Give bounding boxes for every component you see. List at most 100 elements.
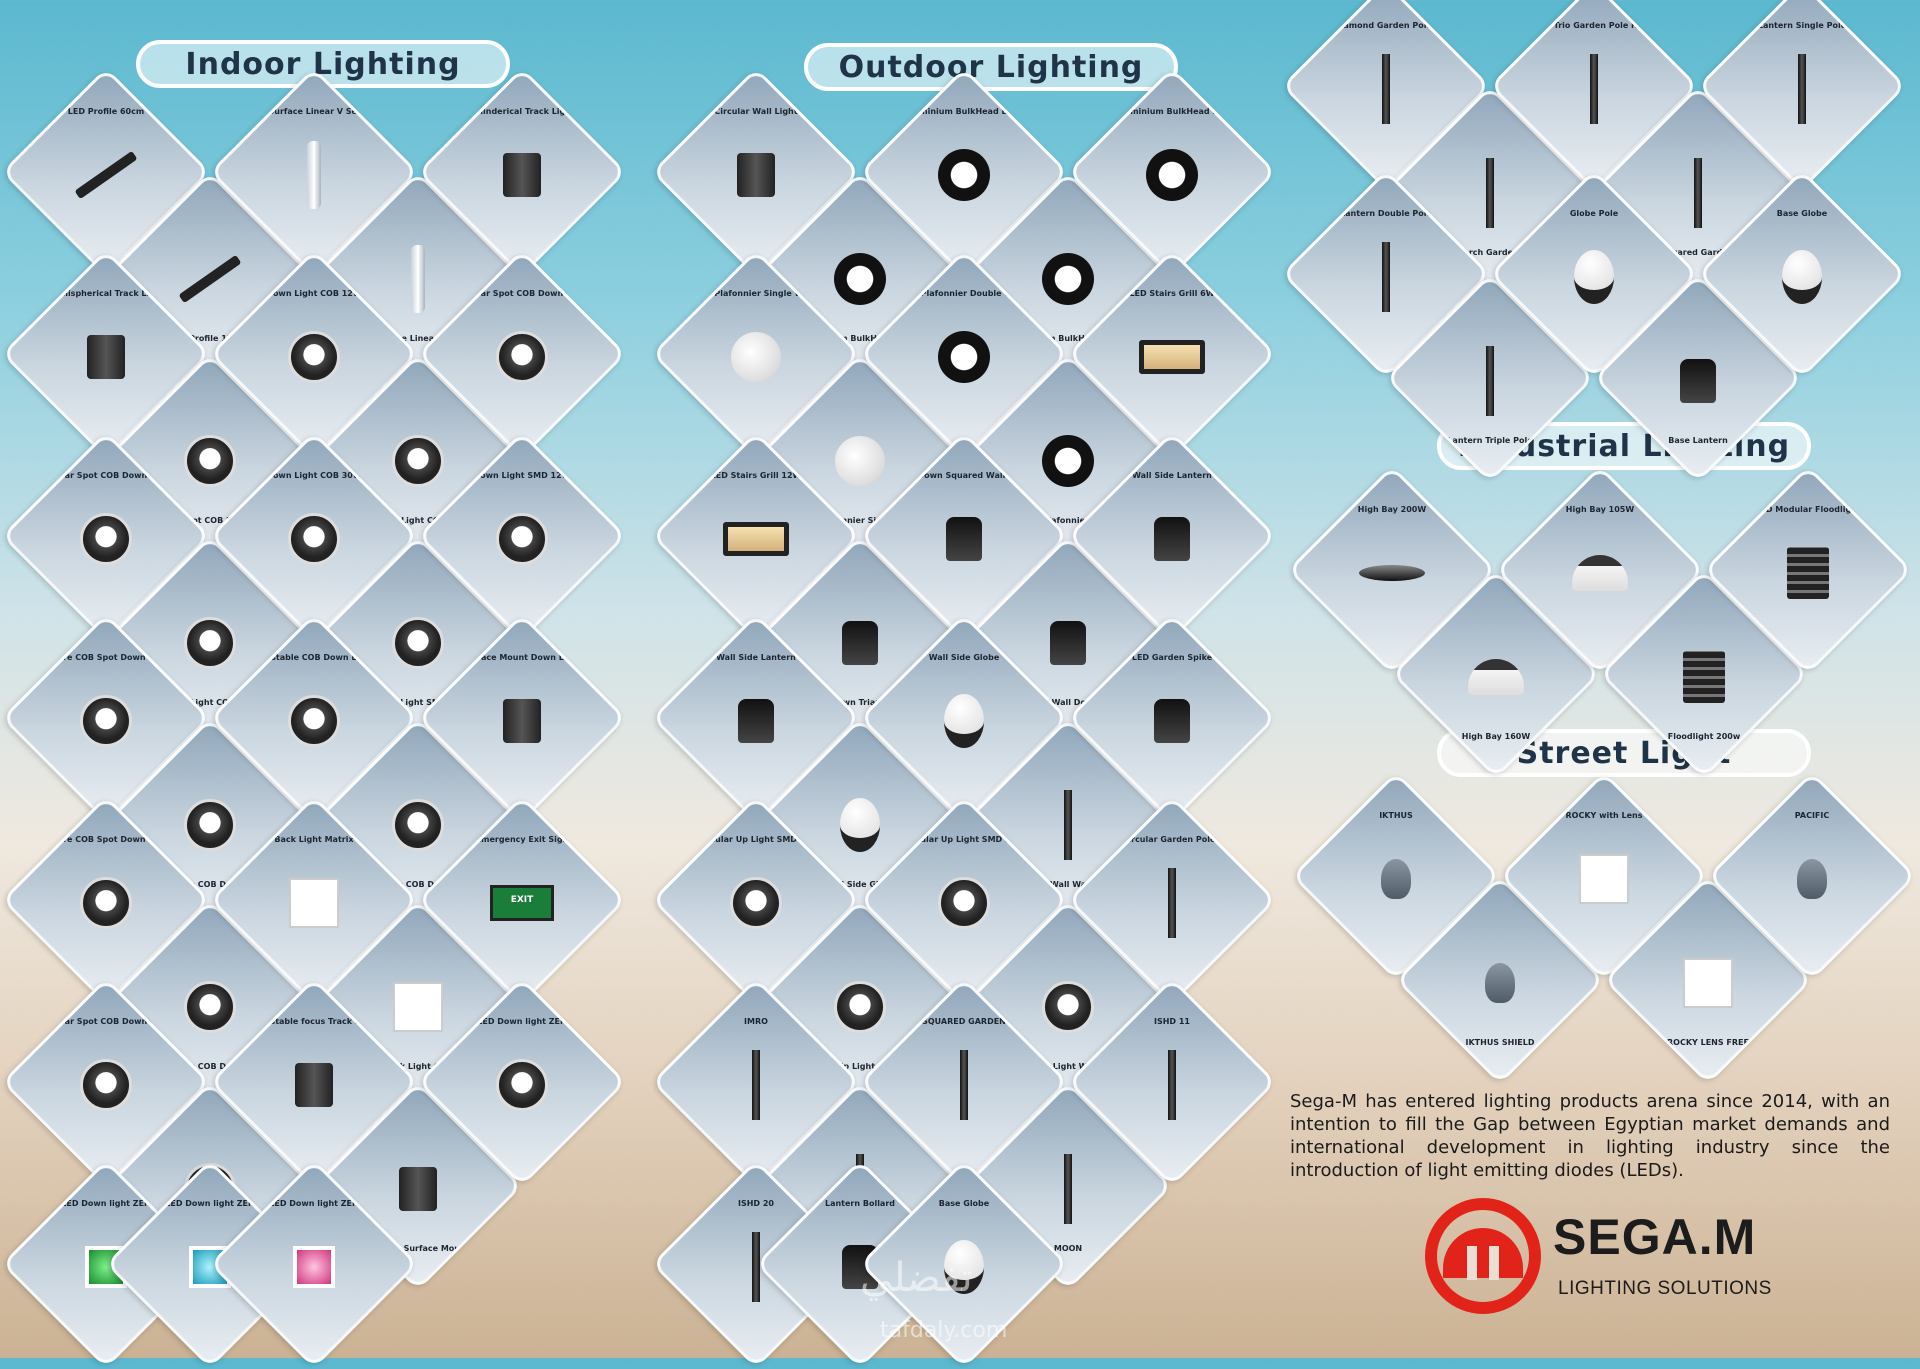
product-tile-content: High Bay 160W	[1425, 603, 1567, 745]
product-tile-content: Adjustable focus Track Light	[243, 1011, 385, 1153]
product-image-icon	[87, 334, 125, 379]
product-tile-content: LED Down light ZEN	[451, 1011, 593, 1153]
product-tile-content: Circular Spot COB Down Light	[35, 1011, 177, 1153]
product-tile-content: Square COB Spot Down Light	[35, 647, 177, 789]
product-image-icon	[834, 252, 886, 305]
product-image-icon	[1042, 252, 1094, 305]
product-image-icon	[392, 798, 444, 851]
product-image-icon	[393, 981, 443, 1032]
product-image-icon	[1359, 564, 1425, 581]
product-tile-content: IKTHUS SHIELD	[1429, 909, 1571, 1051]
product-tile-content: ISHD 11	[1101, 1011, 1243, 1153]
product-tile-content: Base Lantern	[1627, 307, 1769, 449]
product-image-icon	[1382, 53, 1390, 124]
product-tile-content: Floodlight 200w	[1633, 603, 1775, 745]
product-tile-content: Lantern Single Pole	[1731, 15, 1873, 157]
product-image-icon	[1694, 157, 1702, 228]
product-image-icon	[288, 330, 340, 383]
product-label: LED Modular Floodlight	[1755, 505, 1861, 514]
product-label: Aluminium BulkHead Eylid	[904, 107, 1024, 116]
product-tile-content: Lantern Double Pole	[1315, 203, 1457, 345]
product-tile-content: Circular Up Light SMD 4W	[685, 829, 827, 971]
product-image-icon	[503, 152, 541, 197]
product-image-icon	[80, 512, 132, 565]
product-image-icon	[307, 140, 321, 209]
product-image-icon	[80, 876, 132, 929]
product-image-icon	[944, 693, 984, 748]
product-image-icon	[1579, 853, 1629, 904]
product-image-icon	[1382, 241, 1390, 312]
product-label: LED Trio Garden Pole Head	[1533, 21, 1655, 31]
product-image-icon	[1042, 980, 1094, 1033]
product-image-icon	[1050, 620, 1086, 665]
product-label: ROCKY with Lens	[1565, 811, 1643, 820]
product-label: High Bay 105W	[1565, 505, 1635, 514]
product-tile-content: Circular Spot COB Down Light	[35, 465, 177, 607]
product-tile-content: Wall Side Lantern	[685, 647, 827, 789]
product-label: IKTHUS	[1379, 811, 1413, 820]
product-image-icon	[1683, 957, 1733, 1008]
product-image-icon	[752, 1049, 760, 1120]
product-tile-content: Square COB Spot Down Light	[35, 829, 177, 971]
product-tile-content: SQUARED GARDEN	[893, 1011, 1035, 1153]
watermark-url: tafdaly.com	[880, 1318, 1008, 1343]
product-tile-content: LED Down light ZEN	[243, 1193, 385, 1335]
product-tile-content: LED Garden Spike	[1101, 647, 1243, 789]
product-tile-content: Circular Up Light SMD 36W	[893, 829, 1035, 971]
product-image-icon	[1168, 1049, 1176, 1120]
product-image-icon	[835, 435, 885, 486]
product-tile-content: LED Trio Garden Pole Head	[1523, 15, 1665, 157]
product-image-icon	[842, 620, 878, 665]
product-image-icon	[1154, 698, 1190, 743]
product-image-icon	[288, 512, 340, 565]
product-label: Cylinderical Track Light	[469, 107, 575, 116]
product-tile-content: Aluminium BulkHead Net	[1101, 101, 1243, 243]
product-image-icon	[723, 521, 789, 556]
product-tile-content: Adustable COB Down Light	[243, 647, 385, 789]
product-image-icon	[1168, 867, 1176, 938]
product-image-icon	[1486, 345, 1494, 416]
product-image-icon	[1381, 858, 1411, 899]
product-image-icon	[1485, 962, 1515, 1003]
product-image-icon	[1590, 53, 1598, 124]
product-image-icon	[840, 797, 880, 852]
product-image-icon	[288, 694, 340, 747]
product-tile-content: Aluminium BulkHead Eylid	[893, 101, 1035, 243]
product-image-icon: EXIT	[490, 884, 554, 921]
logo-tagline: LIGHTING SOLUTIONS	[1558, 1278, 1772, 1299]
product-image-icon	[1146, 148, 1198, 201]
product-image-icon	[834, 980, 886, 1033]
product-image-icon	[1064, 1153, 1072, 1224]
product-label: PACIFIC	[1794, 811, 1830, 820]
product-tile-content: LED Diamond Garden Pole Head	[1314, 15, 1458, 157]
logo-name: SEGA.M	[1553, 1209, 1757, 1265]
product-image-icon	[737, 152, 775, 197]
product-tile-content: LED Stairs Grill 6W	[1101, 283, 1243, 425]
company-logo: SEGA.M LIGHTING SOLUTIONS	[1425, 1198, 1785, 1318]
product-tile-content: IMRO	[685, 1011, 827, 1153]
product-tile-content: Circular Wall Light	[685, 101, 827, 243]
product-tile-content: Globe Pole	[1523, 203, 1665, 345]
product-tile-content: Up Down Squared Wall Ligt	[893, 465, 1035, 607]
product-tile-content: Surface Mount Down Light	[451, 647, 593, 789]
product-image-icon	[1572, 554, 1628, 591]
product-image-icon	[1154, 516, 1190, 561]
product-image-icon	[1468, 658, 1524, 695]
product-image-icon	[730, 876, 782, 929]
product-tile-content: High Bay 200W	[1321, 499, 1463, 641]
product-image-icon	[399, 1166, 437, 1211]
product-image-icon	[1680, 358, 1716, 403]
product-tile-content: LED Stairs Grill 12W	[685, 465, 827, 607]
product-tile-content: ROCKY LENS FREE	[1637, 909, 1779, 1051]
product-image-icon	[503, 698, 541, 743]
product-tile-content: Wall Side Globe	[893, 647, 1035, 789]
product-image-icon	[293, 1245, 335, 1288]
product-tile-content: Back Light Matrix	[243, 829, 385, 971]
product-tile-content: LED Modular Floodlight	[1737, 499, 1879, 641]
product-image-icon	[960, 1049, 968, 1120]
product-image-icon	[938, 876, 990, 929]
product-tile-content: Base Globe	[1731, 203, 1873, 345]
product-image-icon	[1064, 789, 1072, 860]
